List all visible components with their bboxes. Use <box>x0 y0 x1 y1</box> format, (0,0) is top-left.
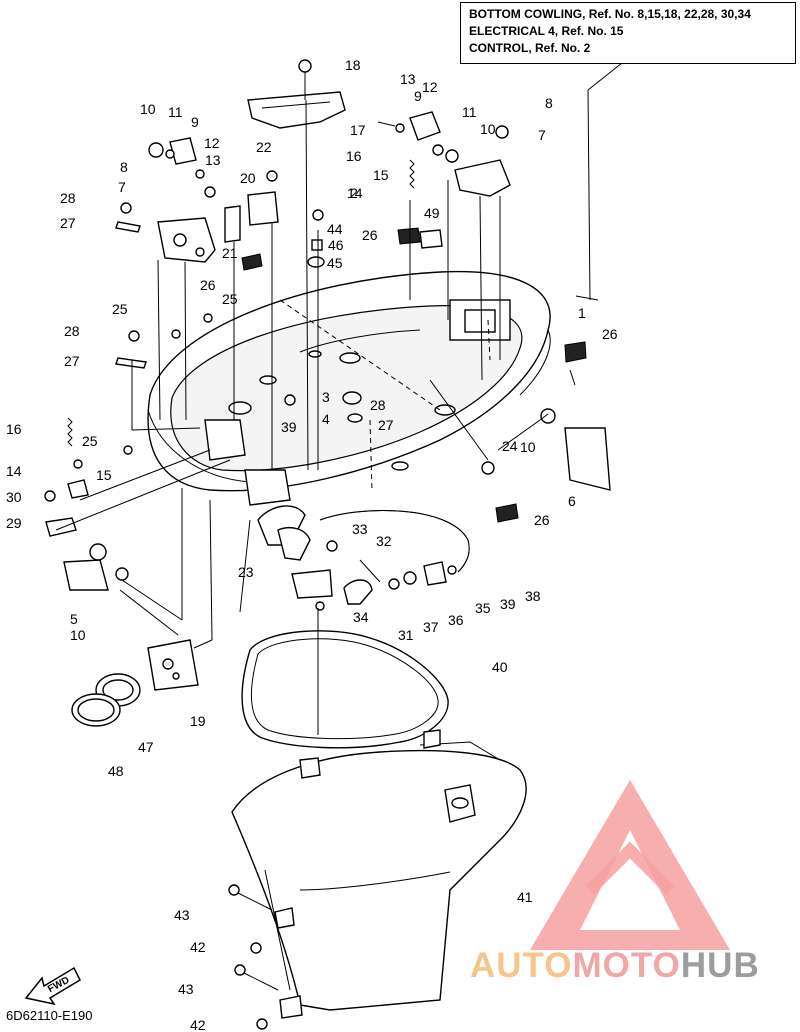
fwd-arrow-icon: FWD <box>24 966 81 1006</box>
callout-40: 40 <box>492 659 508 675</box>
callout-19: 19 <box>190 713 206 729</box>
callout-10: 10 <box>520 439 536 455</box>
callout-42: 42 <box>190 1017 206 1032</box>
callout-12: 12 <box>422 79 438 95</box>
callout-11: 11 <box>168 104 183 120</box>
callout-7: 7 <box>538 127 546 143</box>
callout-22: 22 <box>256 139 272 155</box>
callout-27: 27 <box>60 215 76 231</box>
callout-28: 28 <box>60 190 76 206</box>
bolts-42-43 <box>228 884 279 1030</box>
watermark-moto: MOTO <box>572 946 681 985</box>
callout-17: 17 <box>350 122 366 138</box>
callout-10: 10 <box>480 121 496 137</box>
watermark-hub: HUB <box>680 946 760 985</box>
callout-24: 24 <box>502 438 518 454</box>
callout-25: 25 <box>112 301 128 317</box>
reference-line-1: BOTTOM COWLING, Ref. No. 8,15,18, 22,28,… <box>469 7 751 21</box>
callout-43: 43 <box>174 907 190 923</box>
callout-7: 7 <box>118 179 126 195</box>
callout-47: 47 <box>138 739 154 755</box>
lower-cowling-41 <box>231 729 527 1019</box>
callout-27: 27 <box>64 353 80 369</box>
callout-14: 14 <box>6 463 22 479</box>
small-parts <box>44 59 611 727</box>
callout-23: 23 <box>238 564 254 580</box>
callout-26: 26 <box>362 227 378 243</box>
callout-45: 45 <box>327 255 343 271</box>
callout-28: 28 <box>370 397 386 413</box>
callout-25: 25 <box>82 433 98 449</box>
callout-26: 26 <box>602 326 618 342</box>
reference-line-3: CONTROL, Ref. No. 2 <box>469 41 591 55</box>
callout-30: 30 <box>6 489 22 505</box>
callout-4: 4 <box>322 411 330 427</box>
callout-29: 29 <box>6 515 22 531</box>
callout-27: 27 <box>378 417 394 433</box>
callout-11: 11 <box>462 104 477 120</box>
reference-line-2: ELECTRICAL 4, Ref. No. 15 <box>469 24 624 38</box>
callout-9: 9 <box>414 88 422 104</box>
callout-28: 28 <box>64 323 80 339</box>
callout-48: 48 <box>108 763 124 779</box>
callout-32: 32 <box>376 533 392 549</box>
callout-44: 44 <box>327 221 343 237</box>
reference-note-box: BOTTOM COWLING, Ref. No. 8,15,18, 22,28,… <box>460 2 796 64</box>
callout-13: 13 <box>205 152 221 168</box>
callout-15: 15 <box>96 467 112 483</box>
leader-lines <box>55 54 633 735</box>
callout-6: 6 <box>568 493 576 509</box>
callout-46: 46 <box>328 237 344 253</box>
callout-9: 9 <box>191 114 199 130</box>
gasket-40 <box>241 630 449 749</box>
callout-12: 12 <box>204 135 220 151</box>
callout-43: 43 <box>178 981 194 997</box>
callout-10: 10 <box>70 627 86 643</box>
callout-8: 8 <box>545 95 553 111</box>
drawing-code: 6D62110-E190 <box>6 1008 93 1023</box>
callout-18: 18 <box>345 57 361 73</box>
callout-33: 33 <box>352 521 368 537</box>
callout-8: 8 <box>120 159 128 175</box>
callout-16: 16 <box>6 421 22 437</box>
callout-34: 34 <box>353 609 369 625</box>
callout-42: 42 <box>190 939 206 955</box>
callout-36: 36 <box>448 612 464 628</box>
callout-39: 39 <box>500 596 516 612</box>
callout-38: 38 <box>525 588 541 604</box>
part-17-plate <box>247 91 346 129</box>
callout-31: 31 <box>398 627 414 643</box>
callout-26: 26 <box>534 512 550 528</box>
gasket-40-inner <box>250 638 439 740</box>
callout-1: 1 <box>578 305 586 321</box>
callout-2: 2 <box>350 185 358 201</box>
callout-41: 41 <box>517 889 533 905</box>
callout-10: 10 <box>140 101 156 117</box>
watermark-text: AUTOMOTOHUB <box>470 946 760 986</box>
callout-5: 5 <box>70 611 78 627</box>
callout-20: 20 <box>240 170 256 186</box>
callout-37: 37 <box>423 619 439 635</box>
callout-13: 13 <box>400 71 416 87</box>
callout-15: 15 <box>373 167 389 183</box>
watermark-auto: AUTO <box>470 946 573 985</box>
callout-26: 26 <box>200 277 216 293</box>
callout-16: 16 <box>346 148 362 164</box>
callout-21: 21 <box>222 245 238 261</box>
callout-49: 49 <box>424 205 440 221</box>
watermark-logo-icon <box>530 780 730 950</box>
bottom-cowling-upper <box>147 270 551 546</box>
callout-14: 14 <box>347 185 363 201</box>
callout-25: 25 <box>222 291 238 307</box>
callout-39: 39 <box>281 419 297 435</box>
callout-3: 3 <box>322 389 330 405</box>
callout-35: 35 <box>475 600 491 616</box>
